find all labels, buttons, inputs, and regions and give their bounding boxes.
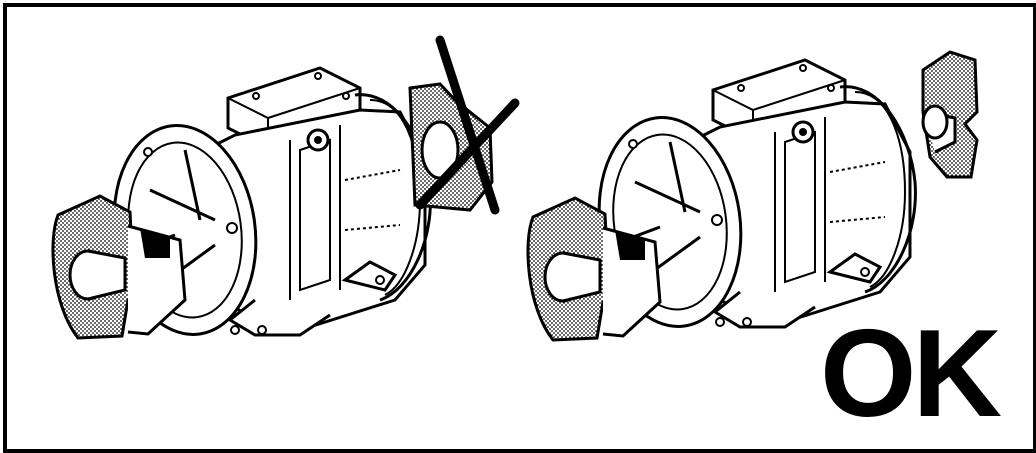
wrong-mounting-motor [51, 35, 520, 346]
correct-mounting-motor [526, 50, 979, 342]
ok-label: OK [820, 305, 1002, 443]
cross-out-icon [435, 35, 500, 215]
cross-out-icon [415, 98, 520, 210]
